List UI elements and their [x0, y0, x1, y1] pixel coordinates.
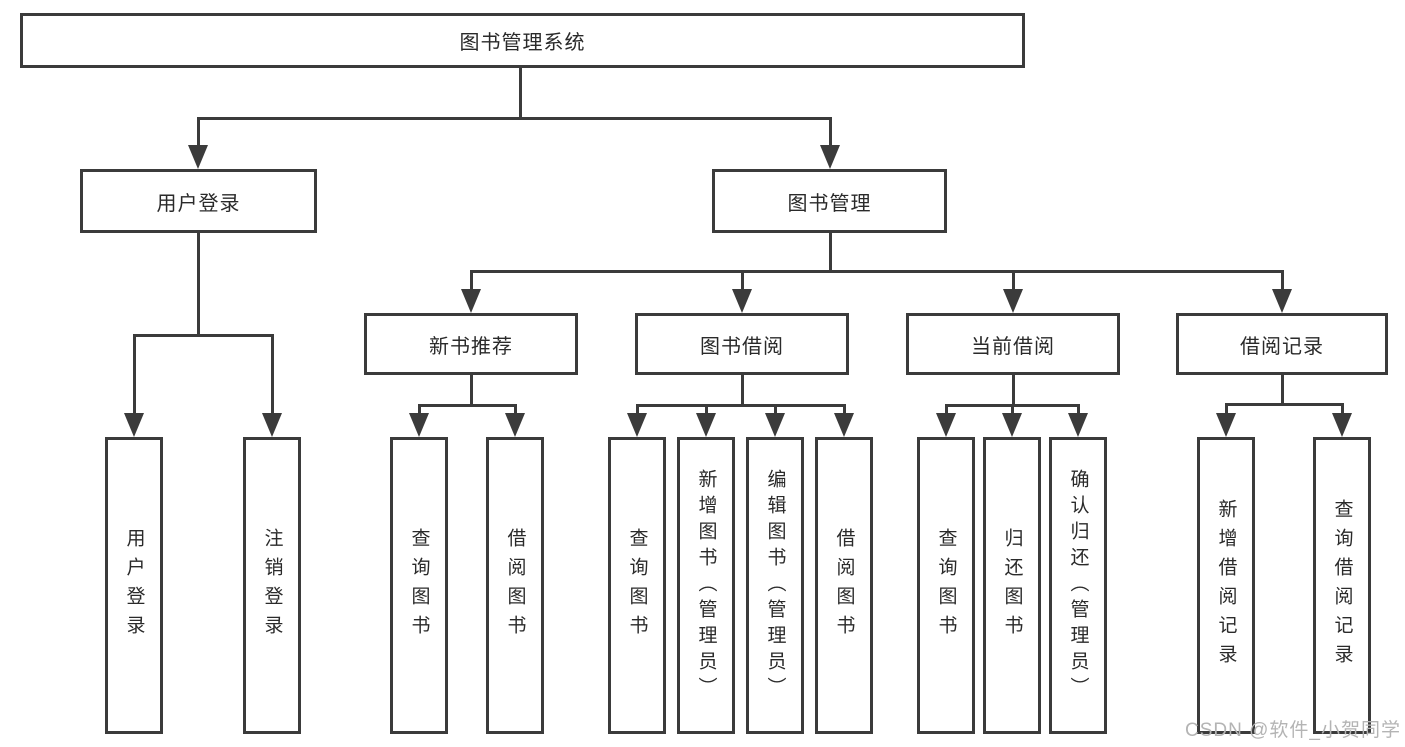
connector-line [829, 117, 832, 149]
leaf-add-books-admin-label: 新增图书（管理员） [695, 468, 717, 703]
arrow-down-icon [409, 413, 429, 437]
connector-line [1077, 404, 1080, 416]
node-book-borrow-label: 图书借阅 [700, 335, 784, 358]
connector-line [514, 404, 517, 416]
connector-line [197, 117, 832, 120]
arrow-down-icon [765, 413, 785, 437]
leaf-confirm-return-admin-label: 确认归还（管理员） [1067, 468, 1089, 703]
connector-line [843, 404, 846, 416]
leaf-query-books-3-label: 查询图书 [935, 527, 957, 644]
connector-line [1011, 404, 1014, 416]
connector-line [418, 404, 517, 407]
connector-line [774, 404, 777, 416]
node-borrow-records: 借阅记录 [1176, 313, 1388, 375]
leaf-user-login-label: 用户登录 [123, 527, 145, 644]
connector-line [945, 404, 948, 416]
leaf-return-books-label: 归还图书 [1001, 527, 1023, 644]
connector-line [1281, 375, 1284, 406]
leaf-query-books-2-label: 查询图书 [626, 527, 648, 644]
arrow-down-icon [696, 413, 716, 437]
leaf-query-books-1: 查询图书 [390, 437, 448, 734]
arrow-down-icon [1002, 413, 1022, 437]
arrow-down-icon [820, 145, 840, 169]
connector-line [470, 270, 1284, 273]
node-user-login-label: 用户登录 [156, 192, 241, 215]
arrow-down-icon [461, 289, 481, 313]
arrow-down-icon [627, 413, 647, 437]
leaf-logout-label: 注销登录 [261, 527, 283, 644]
leaf-borrow-books-2-label: 借阅图书 [833, 527, 855, 644]
node-current-borrow: 当前借阅 [906, 313, 1120, 375]
leaf-edit-books-admin-label: 编辑图书（管理员） [764, 468, 786, 703]
connector-line [705, 404, 708, 416]
arrow-down-icon [1332, 413, 1352, 437]
leaf-query-books-3: 查询图书 [917, 437, 975, 734]
leaf-borrow-books-2: 借阅图书 [815, 437, 873, 734]
leaf-return-books: 归还图书 [983, 437, 1041, 734]
connector-line [133, 334, 274, 337]
arrow-down-icon [1216, 413, 1236, 437]
connector-line [519, 68, 522, 118]
arrow-down-icon [732, 289, 752, 313]
node-current-borrow-label: 当前借阅 [971, 335, 1055, 358]
connector-line [829, 233, 832, 273]
leaf-confirm-return-admin: 确认归还（管理员） [1049, 437, 1107, 734]
node-book-management: 图书管理 [712, 169, 947, 233]
connector-line [418, 404, 421, 416]
node-root-label: 图书管理系统 [459, 32, 586, 54]
leaf-query-books-1-label: 查询图书 [408, 527, 430, 644]
connector-line [470, 270, 473, 292]
leaf-edit-books-admin: 编辑图书（管理员） [746, 437, 804, 734]
node-root: 图书管理系统 [20, 13, 1025, 68]
connector-line [1012, 375, 1015, 407]
leaf-query-borrow-record-label: 查询借阅记录 [1331, 498, 1353, 673]
node-new-book-recommend-label: 新书推荐 [429, 335, 513, 358]
arrow-down-icon [505, 413, 525, 437]
connector-line [271, 334, 274, 416]
node-user-login: 用户登录 [80, 169, 317, 233]
connector-line [1281, 270, 1284, 292]
connector-line [1225, 403, 1228, 416]
leaf-add-books-admin: 新增图书（管理员） [677, 437, 735, 734]
connector-line [636, 404, 846, 407]
node-book-management-label: 图书管理 [787, 192, 872, 215]
leaf-add-borrow-record: 新增借阅记录 [1197, 437, 1255, 734]
leaf-query-books-2: 查询图书 [608, 437, 666, 734]
connector-line [1225, 403, 1344, 406]
leaf-borrow-books-1-label: 借阅图书 [504, 527, 526, 644]
node-new-book-recommend: 新书推荐 [364, 313, 578, 375]
node-borrow-records-label: 借阅记录 [1240, 335, 1324, 358]
leaf-user-login: 用户登录 [105, 437, 163, 734]
connector-line [741, 270, 744, 292]
connector-line [470, 375, 473, 407]
connector-line [636, 404, 639, 416]
leaf-logout: 注销登录 [243, 437, 301, 734]
connector-line [197, 117, 200, 149]
leaf-borrow-books-1: 借阅图书 [486, 437, 544, 734]
leaf-add-borrow-record-label: 新增借阅记录 [1215, 498, 1237, 673]
connector-line [1012, 270, 1015, 292]
arrow-down-icon [1003, 289, 1023, 313]
connector-line [133, 334, 136, 416]
leaf-query-borrow-record: 查询借阅记录 [1313, 437, 1371, 734]
arrow-down-icon [1068, 413, 1088, 437]
arrow-down-icon [1272, 289, 1292, 313]
connector-line [741, 375, 744, 407]
arrow-down-icon [936, 413, 956, 437]
node-book-borrow: 图书借阅 [635, 313, 849, 375]
arrow-down-icon [188, 145, 208, 169]
arrow-down-icon [124, 413, 144, 437]
arrow-down-icon [834, 413, 854, 437]
arrow-down-icon [262, 413, 282, 437]
connector-line [1341, 403, 1344, 416]
watermark: CSDN @软件_小贺同学 [1185, 720, 1401, 741]
connector-line [197, 233, 200, 336]
